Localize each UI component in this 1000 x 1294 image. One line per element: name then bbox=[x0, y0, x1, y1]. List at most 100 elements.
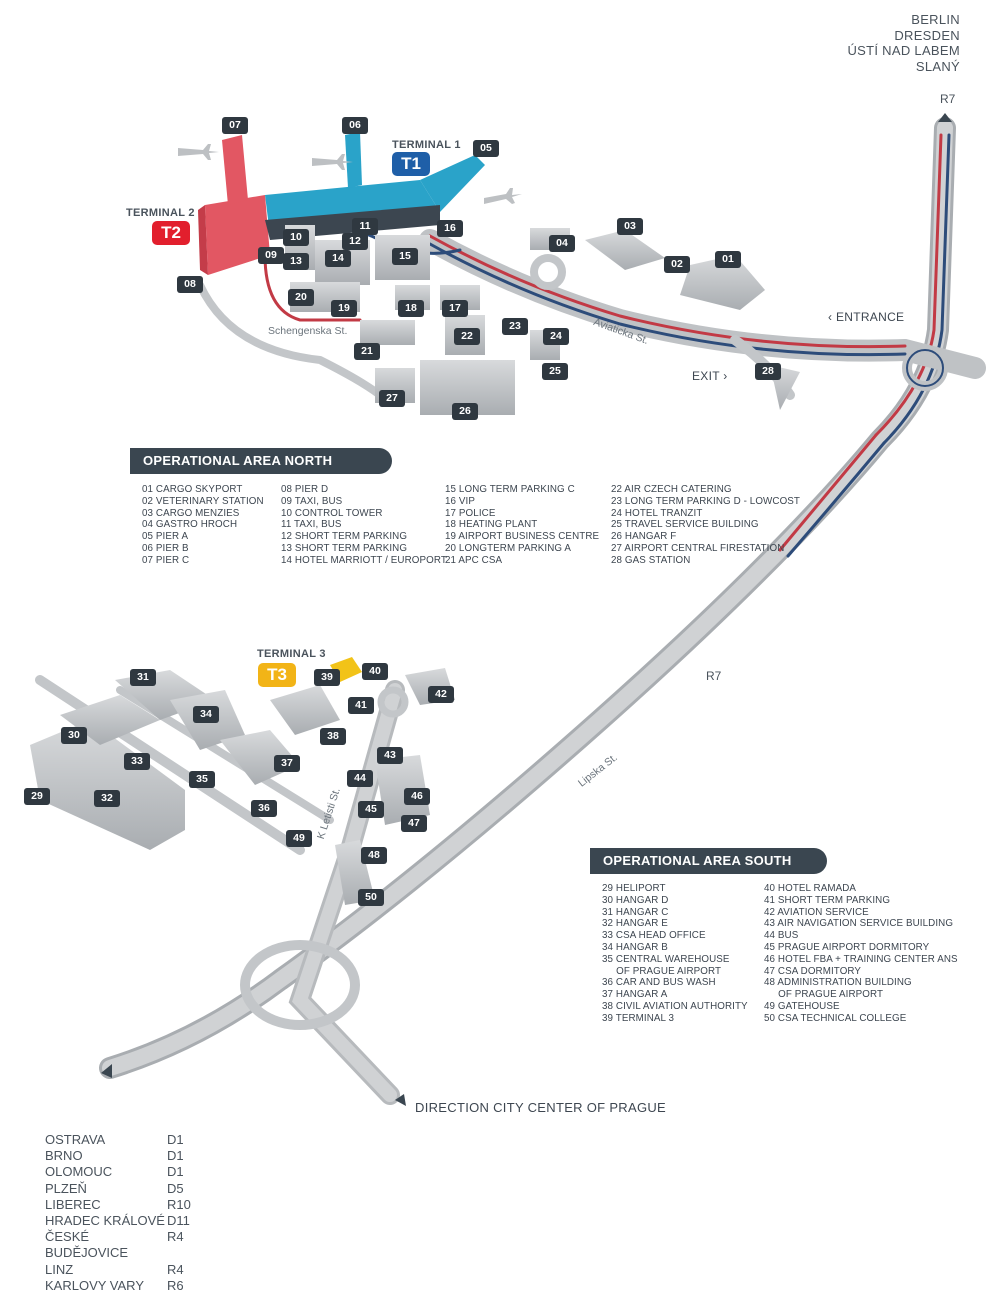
marker-31[interactable]: 31 bbox=[130, 669, 156, 686]
marker-23[interactable]: 23 bbox=[502, 318, 528, 335]
marker-43[interactable]: 43 bbox=[377, 747, 403, 764]
legend-item: 23 LONG TERM PARKING D - LOWCOST bbox=[611, 495, 801, 507]
marker-26[interactable]: 26 bbox=[452, 403, 478, 420]
legend-item: 50 CSA TECHNICAL COLLEGE bbox=[764, 1012, 907, 1024]
marker-03[interactable]: 03 bbox=[617, 218, 643, 235]
legend-item: 36 CAR AND BUS WASH bbox=[602, 977, 716, 989]
legend-item: 30 HANGAR D bbox=[602, 894, 669, 906]
legend-item: 10 CONTROL TOWER bbox=[281, 507, 383, 519]
marker-02[interactable]: 02 bbox=[664, 256, 690, 273]
destination-usti: ÚSTÍ NAD LABEM bbox=[847, 43, 960, 58]
terminal-2-badge[interactable]: T2 bbox=[152, 221, 190, 245]
legend-item: 34 HANGAR B bbox=[602, 941, 668, 953]
south-legend-col1: 29 HELIPORT 30 HANGAR D 31 HANGAR C 32 H… bbox=[602, 883, 748, 1025]
marker-27[interactable]: 27 bbox=[379, 390, 405, 407]
terminal-2-label: TERMINAL 2 bbox=[126, 207, 195, 219]
north-section-header: OPERATIONAL AREA NORTH bbox=[130, 448, 392, 474]
legend-item: 25 TRAVEL SERVICE BUILDING bbox=[611, 519, 759, 531]
marker-19[interactable]: 19 bbox=[331, 300, 357, 317]
marker-07[interactable]: 07 bbox=[222, 117, 248, 134]
legend-item: 31 HANGAR C bbox=[602, 906, 669, 918]
marker-36[interactable]: 36 bbox=[251, 800, 277, 817]
marker-50[interactable]: 50 bbox=[358, 889, 384, 906]
legend-item: 39 TERMINAL 3 bbox=[602, 1012, 675, 1024]
marker-04[interactable]: 04 bbox=[549, 235, 575, 252]
marker-49[interactable]: 49 bbox=[286, 830, 312, 847]
marker-18[interactable]: 18 bbox=[398, 300, 424, 317]
airplane-icons bbox=[178, 144, 522, 204]
marker-46[interactable]: 46 bbox=[404, 788, 430, 805]
marker-45[interactable]: 45 bbox=[358, 801, 384, 818]
marker-33[interactable]: 33 bbox=[124, 753, 150, 770]
marker-40[interactable]: 40 bbox=[362, 663, 388, 680]
marker-10[interactable]: 10 bbox=[283, 229, 309, 246]
legend-item: 17 POLICE bbox=[445, 507, 496, 519]
marker-24[interactable]: 24 bbox=[543, 328, 569, 345]
marker-47[interactable]: 47 bbox=[401, 815, 427, 832]
marker-11[interactable]: 11 bbox=[352, 218, 378, 235]
legend-item: 09 TAXI, BUS bbox=[281, 495, 343, 507]
marker-30[interactable]: 30 bbox=[61, 727, 87, 744]
marker-20[interactable]: 20 bbox=[288, 289, 314, 306]
marker-15[interactable]: 15 bbox=[392, 248, 418, 265]
legend-item: 01 CARGO SKYPORT bbox=[142, 484, 243, 495]
legend-item: 46 HOTEL FBA + TRAINING CENTER ANS bbox=[764, 953, 958, 965]
street-schengenska: Schengenska St. bbox=[268, 325, 348, 337]
marker-39[interactable]: 39 bbox=[314, 669, 340, 686]
legend-item: 38 CIVIL AVIATION AUTHORITY bbox=[602, 1000, 748, 1012]
marker-25[interactable]: 25 bbox=[542, 363, 568, 380]
destination-berlin: BERLIN bbox=[911, 12, 960, 27]
north-access-roads bbox=[196, 225, 986, 400]
marker-42[interactable]: 42 bbox=[428, 686, 454, 703]
terminal-2-building bbox=[198, 135, 270, 275]
marker-01[interactable]: 01 bbox=[715, 251, 741, 268]
legend-item: 13 SHORT TERM PARKING bbox=[281, 542, 408, 554]
route-r7-mid: R7 bbox=[706, 669, 722, 683]
marker-32[interactable]: 32 bbox=[94, 790, 120, 807]
terminal-3-badge[interactable]: T3 bbox=[258, 663, 296, 687]
exit-arrow-icon: › bbox=[719, 369, 728, 383]
legend-item: 21 APC CSA bbox=[445, 554, 503, 566]
marker-41[interactable]: 41 bbox=[348, 697, 374, 714]
marker-05[interactable]: 05 bbox=[473, 140, 499, 157]
marker-48[interactable]: 48 bbox=[361, 847, 387, 864]
destination-dresden: DRESDEN bbox=[894, 27, 960, 43]
marker-17[interactable]: 17 bbox=[442, 300, 468, 317]
legend-item: 27 AIRPORT CENTRAL FIRESTATION bbox=[611, 542, 785, 554]
marker-12[interactable]: 12 bbox=[342, 233, 368, 250]
marker-37[interactable]: 37 bbox=[274, 755, 300, 772]
legend-item: 05 PIER A bbox=[142, 531, 189, 543]
marker-13[interactable]: 13 bbox=[283, 253, 309, 270]
marker-09[interactable]: 09 bbox=[258, 247, 284, 264]
marker-38[interactable]: 38 bbox=[320, 728, 346, 745]
legend-item: 35 CENTRAL WAREHOUSE bbox=[602, 953, 730, 965]
legend-item: 04 GASTRO HROCH bbox=[142, 519, 238, 531]
marker-29[interactable]: 29 bbox=[24, 788, 50, 805]
legend-item: 48 ADMINISTRATION BUILDING bbox=[764, 977, 912, 989]
south-legend-col2: 40 HOTEL RAMADA 41 SHORT TERM PARKING 42… bbox=[764, 883, 958, 1025]
marker-06[interactable]: 06 bbox=[342, 117, 368, 134]
marker-14[interactable]: 14 bbox=[325, 250, 351, 267]
marker-22[interactable]: 22 bbox=[454, 328, 480, 345]
marker-16[interactable]: 16 bbox=[437, 220, 463, 237]
marker-08[interactable]: 08 bbox=[177, 276, 203, 293]
legend-item: 24 HOTEL TRANZIT bbox=[611, 507, 703, 519]
terminal-1-badge[interactable]: T1 bbox=[392, 152, 430, 176]
marker-21[interactable]: 21 bbox=[354, 343, 380, 360]
legend-item: 02 VETERINARY STATION bbox=[142, 495, 264, 507]
legend-item: 07 PIER C bbox=[142, 554, 190, 566]
south-section-header: OPERATIONAL AREA SOUTH bbox=[590, 848, 827, 874]
legend-item: 15 LONG TERM PARKING C bbox=[445, 484, 575, 495]
north-legend-col1: 01 CARGO SKYPORT 02 VETERINARY STATION 0… bbox=[142, 484, 264, 567]
marker-44[interactable]: 44 bbox=[347, 770, 373, 787]
marker-35[interactable]: 35 bbox=[189, 771, 215, 788]
route-r7-top: R7 bbox=[940, 92, 956, 106]
marker-28[interactable]: 28 bbox=[755, 363, 781, 380]
legend-item: 32 HANGAR E bbox=[602, 918, 668, 930]
marker-34[interactable]: 34 bbox=[193, 706, 219, 723]
